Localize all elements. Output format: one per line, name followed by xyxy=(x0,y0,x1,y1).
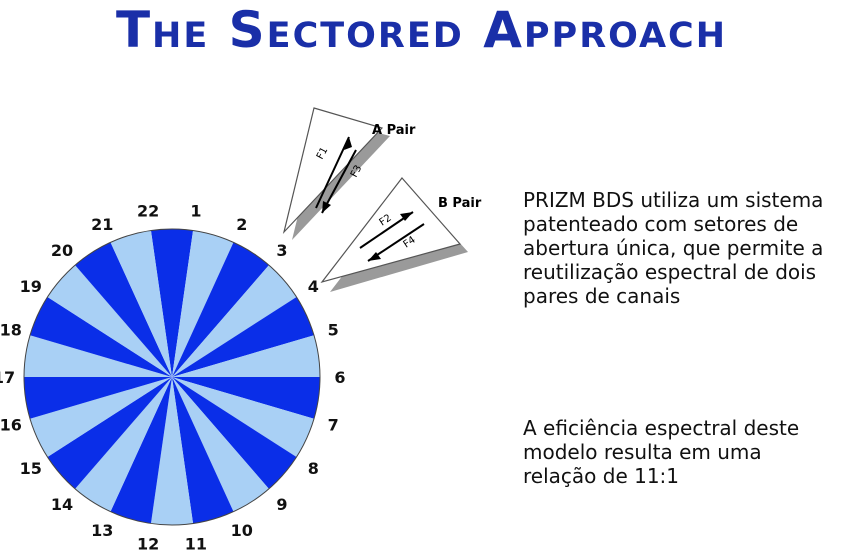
sector-label-12: 12 xyxy=(137,534,159,553)
sector-1 xyxy=(150,229,194,377)
sector-label-15: 15 xyxy=(20,459,42,478)
f3-label: F3 xyxy=(349,164,364,180)
sector-7 xyxy=(172,377,320,419)
sector-10 xyxy=(172,377,269,512)
a-pair-label: A Pair xyxy=(372,123,416,138)
sector-label-14: 14 xyxy=(51,495,73,514)
sector-label-22: 22 xyxy=(137,202,159,221)
sector-11 xyxy=(172,377,234,524)
sector-label-2: 2 xyxy=(236,215,247,234)
sector-label-13: 13 xyxy=(91,521,113,540)
sector-label-19: 19 xyxy=(20,277,42,296)
sector-9 xyxy=(172,377,297,489)
sector-label-10: 10 xyxy=(231,521,253,540)
f1-label: F1 xyxy=(315,146,330,162)
sector-label-11: 11 xyxy=(185,534,207,553)
sector-label-9: 9 xyxy=(276,495,287,514)
sector-13 xyxy=(110,377,172,524)
sector-label-5: 5 xyxy=(328,321,339,340)
f1-arrow xyxy=(315,136,350,209)
a-pair-wedge: F1 F3 A Pair xyxy=(282,107,416,240)
sector-label-6: 6 xyxy=(334,368,345,387)
b-pair-wedge: F2 F4 B Pair xyxy=(320,177,482,292)
sector-label-3: 3 xyxy=(276,241,287,260)
f3-arrowhead xyxy=(322,201,331,213)
sector-22 xyxy=(110,230,172,377)
sector-label-16: 16 xyxy=(0,415,22,434)
sector-label-21: 21 xyxy=(91,215,113,234)
description-paragraph-2: A eficiência espectral deste modelo resu… xyxy=(523,416,800,488)
sector-label-7: 7 xyxy=(328,415,339,434)
sector-18 xyxy=(24,335,172,377)
page-title: The Sectored Approach xyxy=(115,1,728,59)
sector-label-20: 20 xyxy=(51,241,73,260)
sector-8 xyxy=(172,377,314,458)
sector-16 xyxy=(30,377,172,458)
b-pair-label: B Pair xyxy=(438,196,482,211)
b-pair-triangle xyxy=(320,177,462,284)
sector-21 xyxy=(75,242,172,377)
sector-2 xyxy=(172,230,234,377)
sector-12 xyxy=(150,377,194,525)
sector-3 xyxy=(172,242,269,377)
f1-arrowhead xyxy=(344,137,352,150)
sector-label-8: 8 xyxy=(308,459,319,478)
sector-wheel xyxy=(23,228,321,526)
sector-17 xyxy=(24,377,172,419)
sector-label-1: 1 xyxy=(190,202,201,221)
sector-label-4: 4 xyxy=(308,277,319,296)
sector-19 xyxy=(30,296,172,377)
sector-labels: 12345678910111213141516171819202122 xyxy=(0,202,346,554)
sector-label-18: 18 xyxy=(0,321,22,340)
sector-6 xyxy=(172,335,320,377)
description-paragraph-1: PRIZM BDS utiliza um sistema patenteado … xyxy=(523,188,824,308)
sector-label-17: 17 xyxy=(0,368,15,387)
sector-5 xyxy=(172,296,314,377)
f2-arrowhead xyxy=(400,212,413,221)
sector-4 xyxy=(172,265,297,377)
f4-arrowhead xyxy=(368,252,381,261)
sector-14 xyxy=(75,377,172,512)
sector-15 xyxy=(47,377,172,489)
wheel-outline xyxy=(23,228,321,526)
f3-arrow xyxy=(321,149,357,214)
sector-20 xyxy=(47,265,172,377)
